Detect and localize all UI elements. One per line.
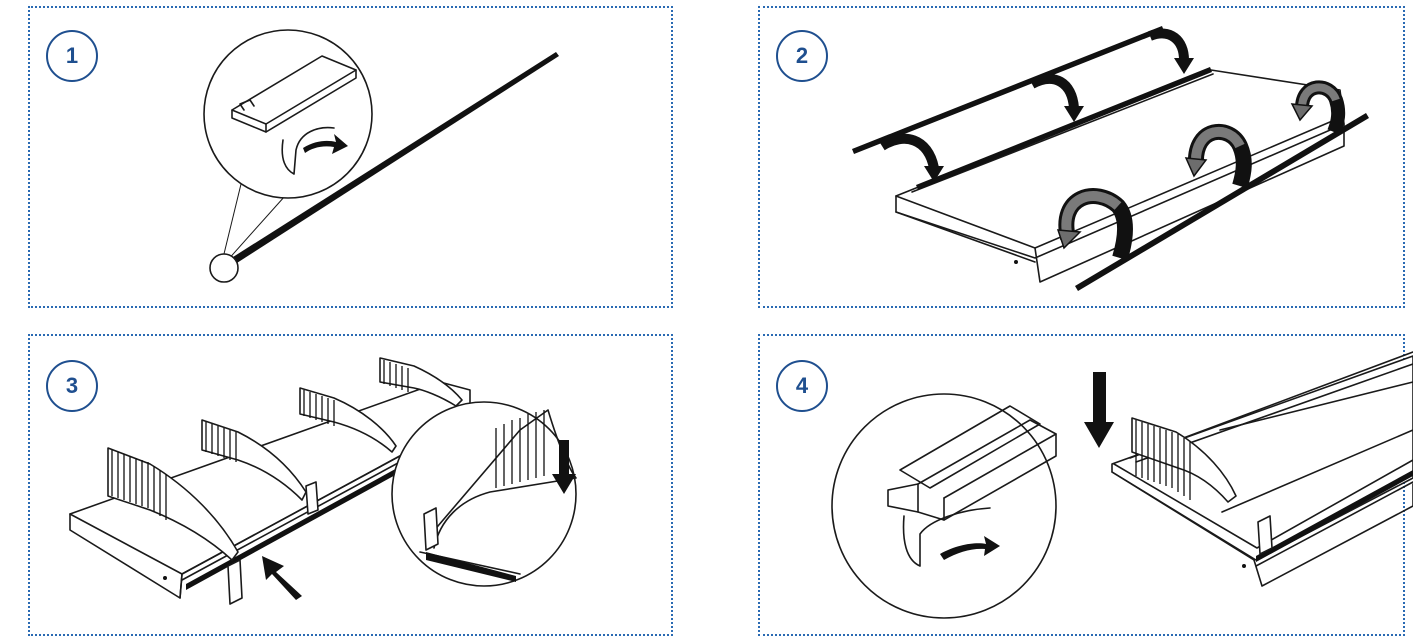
divider-2 xyxy=(201,419,319,515)
top-rail xyxy=(852,26,1164,154)
curved-arrow-top-right xyxy=(1148,28,1194,74)
shelf-front-with-rail xyxy=(1111,351,1413,587)
curved-arrow-top-left xyxy=(879,133,944,182)
step-3-badge: 3 xyxy=(46,360,98,412)
step-1-panel xyxy=(28,6,673,308)
step-1-number: 1 xyxy=(65,43,79,68)
press-down-arrow xyxy=(1084,372,1114,448)
flip-arrow-front-middle xyxy=(1184,123,1252,189)
detail-connector-lines xyxy=(222,179,286,263)
strip-end-highlight-circle xyxy=(209,253,239,283)
step-1-badge: 1 xyxy=(46,30,98,82)
divider-3 xyxy=(299,387,397,453)
divider-on-shelf xyxy=(1131,417,1273,555)
divider-detail-magnifier xyxy=(391,401,577,587)
strip-detail-magnifier xyxy=(203,29,373,199)
flip-arrow-front-right xyxy=(1290,80,1346,135)
step-2-badge: 2 xyxy=(776,30,828,82)
peel-arrow xyxy=(940,536,1000,560)
peel-arrow xyxy=(303,134,348,154)
front-rail xyxy=(1075,113,1369,291)
step-2-panel xyxy=(758,6,1405,308)
step-3-number: 3 xyxy=(65,373,79,398)
middle-rail xyxy=(916,67,1212,190)
push-arrow xyxy=(262,556,302,600)
step-2-number: 2 xyxy=(795,43,809,68)
step-4-number: 4 xyxy=(795,373,809,398)
rail-detail-magnifier xyxy=(831,393,1057,619)
flip-arrow-front-left xyxy=(1056,188,1133,261)
step-4-badge: 4 xyxy=(776,360,828,412)
divider-1 xyxy=(107,447,243,605)
long-strip xyxy=(222,52,559,270)
step-3-panel xyxy=(28,334,673,636)
curved-arrow-top-middle xyxy=(1029,74,1084,122)
step-4-panel xyxy=(758,334,1405,636)
